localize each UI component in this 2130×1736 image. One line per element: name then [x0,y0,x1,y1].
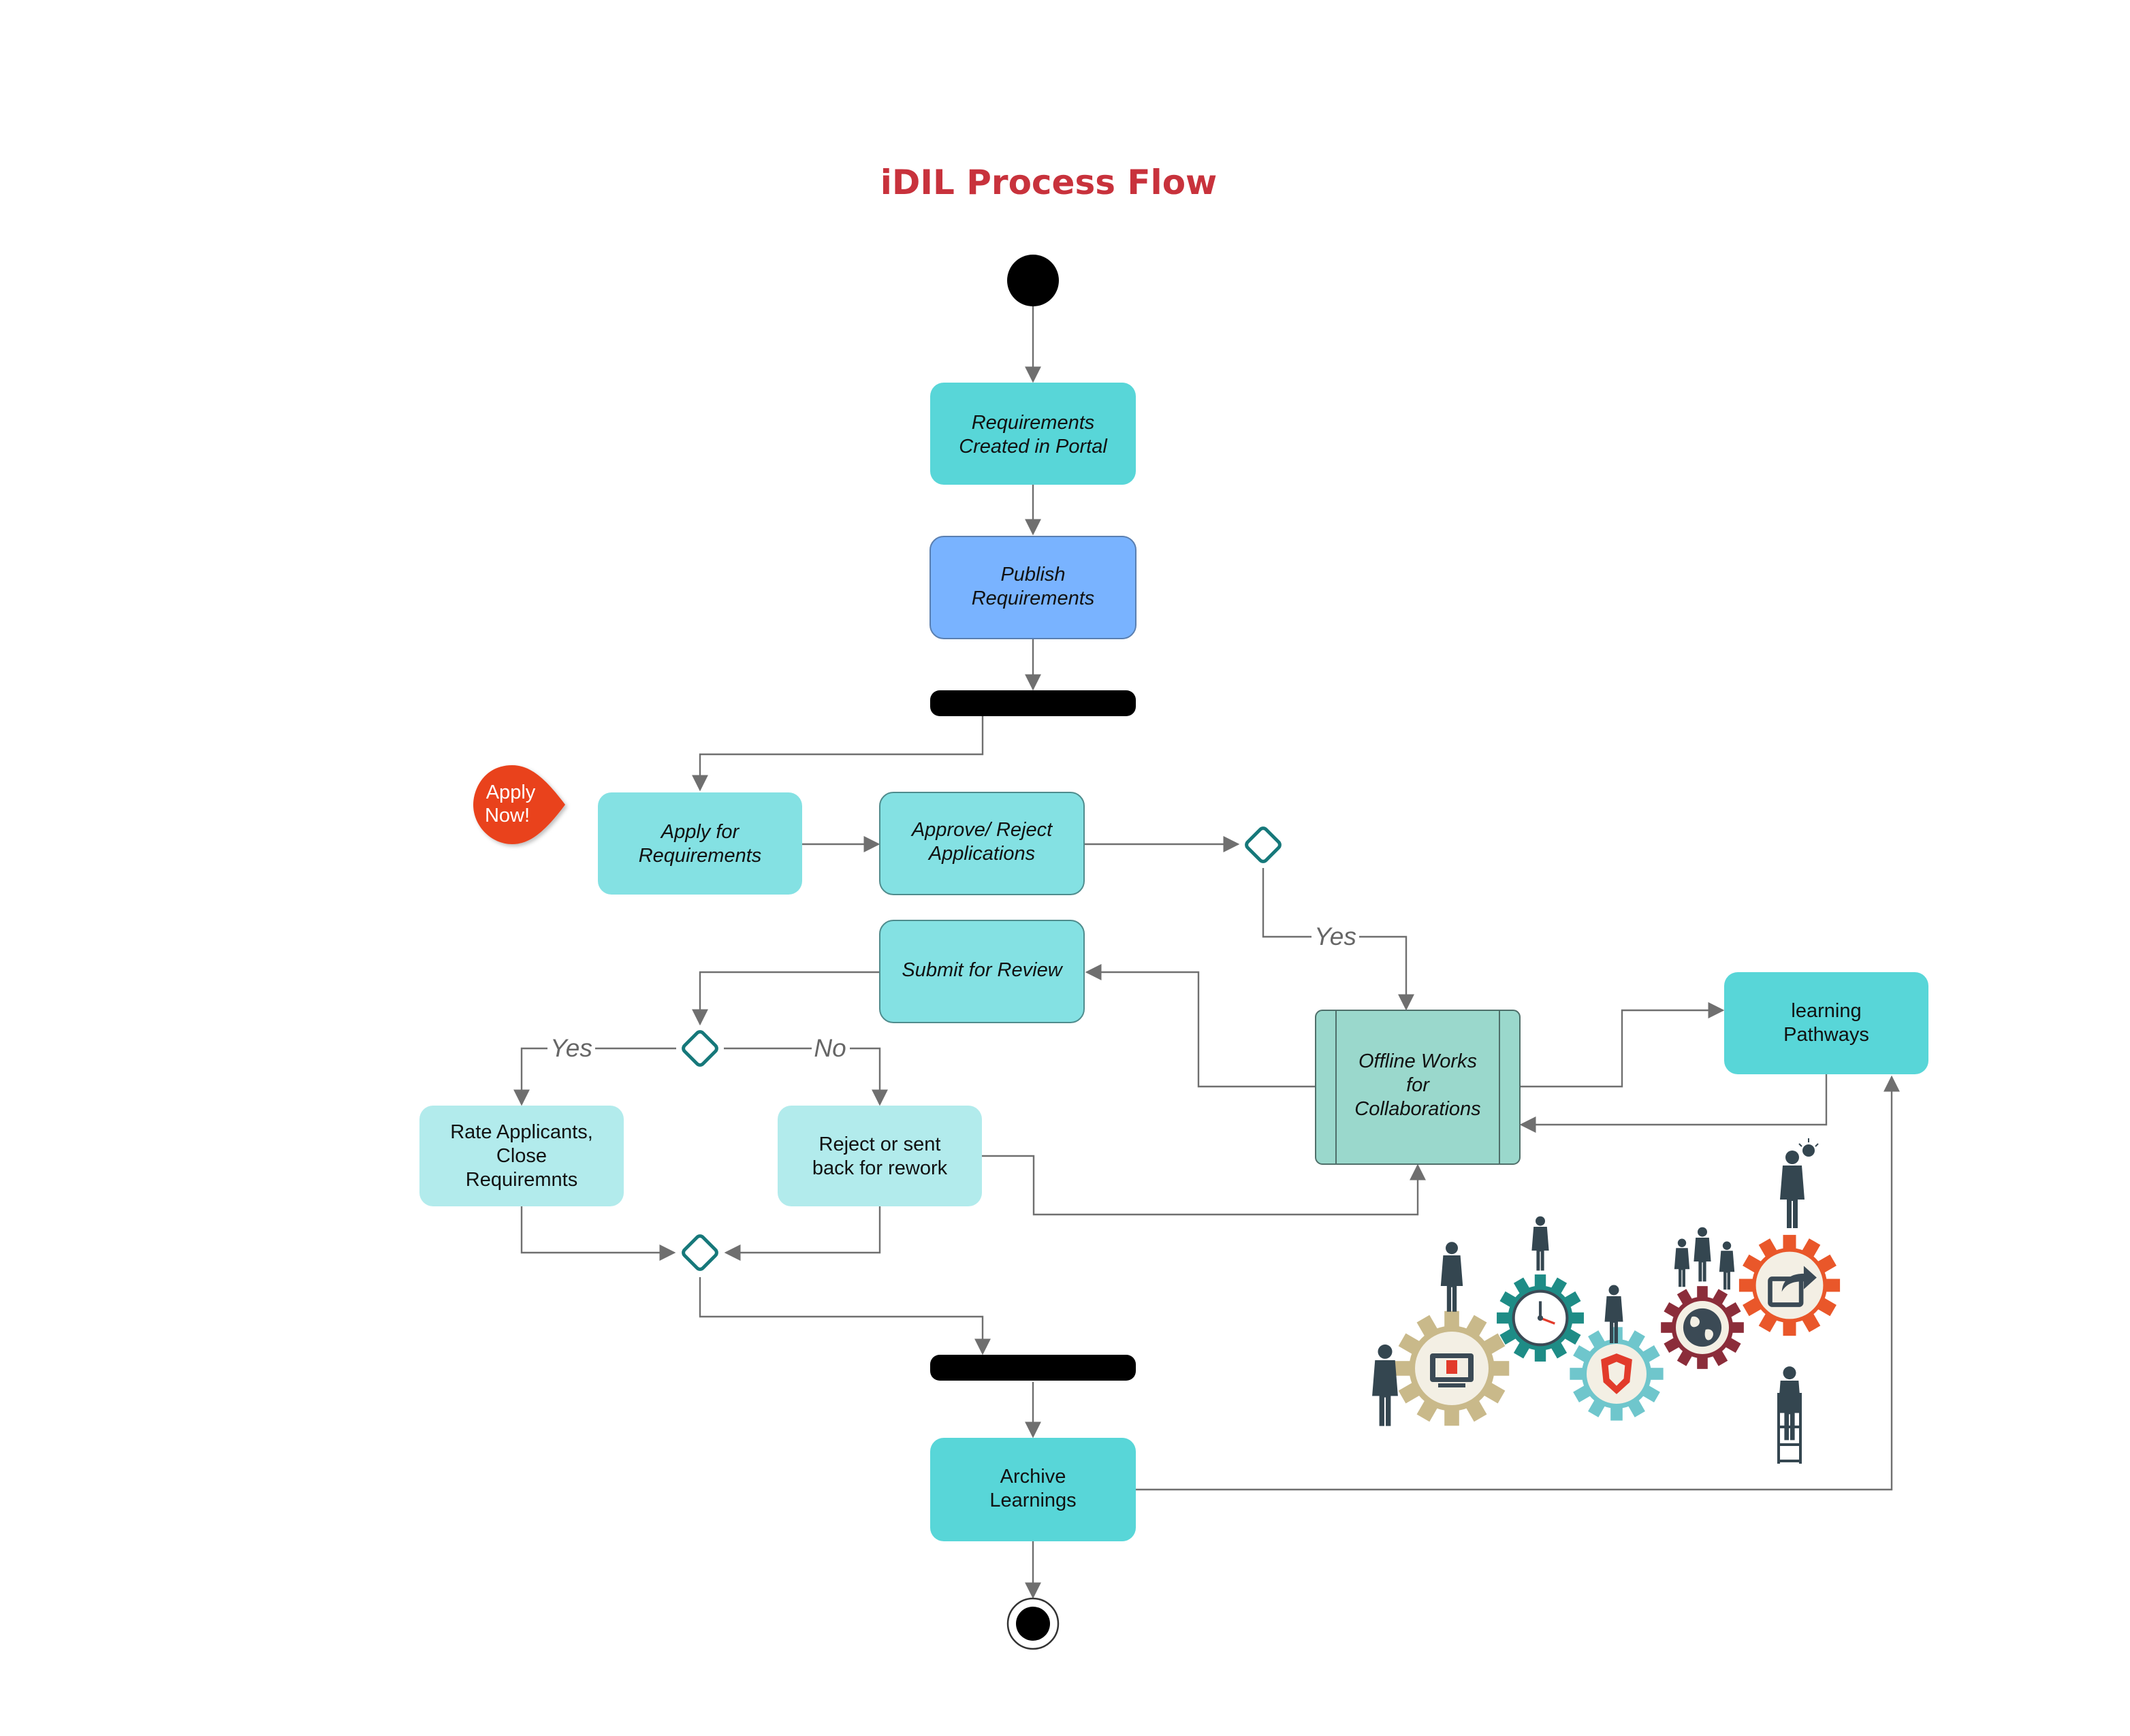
edge-reject-to-merge [724,1206,881,1261]
svg-text:Submit for Review: Submit for Review [902,959,1063,981]
edge-archive-to-learning [1136,1075,1900,1491]
svg-text:learning: learning [1791,1000,1861,1022]
svg-text:Rate Applicants,: Rate Applicants, [450,1121,593,1143]
start-node [1007,255,1059,306]
gear-monitor-icon [1394,1311,1510,1426]
edge-learning-to-offline [1519,1074,1828,1133]
gear-globe-icon [1661,1286,1744,1369]
node-rate-applicants[interactable]: Rate Applicants, Close Requiremnts [419,1106,624,1206]
node-requirements-created[interactable]: Requirements Created in Portal [930,383,1136,485]
node-approve-reject[interactable]: Approve/ Reject Applications [879,792,1085,895]
svg-text:Requiremnts: Requiremnts [466,1169,577,1191]
svg-text:Offline Works: Offline Works [1358,1050,1477,1072]
node-offline-works[interactable]: Offline Works for Collaborations [1315,1010,1521,1165]
edge-fork-to-apply [692,716,984,792]
svg-text:Collaborations: Collaborations [1354,1098,1480,1120]
ladder-icon [1777,1393,1802,1464]
svg-text:Publish: Publish [1000,564,1065,585]
svg-text:Pathways: Pathways [1783,1024,1869,1046]
badge-line1: Apply [486,782,536,803]
edge-rate-to-merge [520,1206,676,1261]
end-node [1006,1597,1060,1650]
node-reject-rework[interactable]: Reject or sent back for rework [778,1106,982,1206]
edge-merge-to-join [699,1277,991,1355]
svg-text:Archive: Archive [1000,1466,1066,1488]
gear-clock-icon [1497,1274,1584,1362]
decision-merge [682,1234,718,1271]
svg-text:Requirements: Requirements [972,588,1095,609]
svg-text:Created in Portal: Created in Portal [959,436,1108,457]
decision-approve [1245,826,1282,863]
edge-offline-to-submit [1085,964,1315,1088]
edge-label-approve-yes: Yes [1312,922,1359,952]
edge-submit-to-decision [692,971,880,1026]
svg-text:Approve/ Reject: Approve/ Reject [910,819,1053,841]
node-publish-requirements[interactable]: Publish Requirements [929,536,1136,639]
gear-shield-icon [1570,1327,1664,1421]
edge-offline-to-learning [1520,1002,1725,1088]
svg-text:Requirements: Requirements [972,412,1095,434]
join-bar [930,1355,1136,1381]
gears-people-illustration [1372,1138,1841,1464]
svg-text:Applications: Applications [927,843,1035,865]
node-learning-pathways[interactable]: learning Pathways [1724,972,1928,1074]
node-archive-learnings[interactable]: Archive Learnings [930,1438,1136,1541]
svg-text:No: No [814,1034,846,1062]
edge-review-no-to-reject [724,1047,888,1106]
connectors [513,306,1900,1599]
svg-text:Yes: Yes [1314,922,1356,950]
edge-reject-to-offline [982,1155,1426,1216]
svg-text:Yes: Yes [550,1034,592,1062]
svg-text:Close: Close [496,1145,547,1167]
lightbulb-icon [1798,1138,1819,1157]
edge-review-yes-to-rate [513,1047,676,1106]
edge-label-review-no: No [812,1033,850,1063]
badge-line2: Now! [485,805,530,826]
node-submit-review[interactable]: Submit for Review [879,920,1085,1023]
page-title: iDIL Process Flow [880,163,1217,202]
svg-text:Learnings: Learnings [989,1490,1076,1511]
node-apply-requirements[interactable]: Apply for Requirements [598,792,802,895]
edge-label-review-yes: Yes [547,1033,595,1063]
apply-now-badge[interactable]: Apply Now! [473,765,565,844]
decision-review [682,1030,718,1067]
svg-text:Reject or sent: Reject or sent [819,1134,941,1155]
svg-text:back for rework: back for rework [812,1157,948,1179]
svg-text:Requirements: Requirements [639,845,762,867]
svg-text:for: for [1406,1074,1430,1096]
fork-bar [930,690,1136,716]
svg-text:Apply for: Apply for [660,821,740,843]
gear-share-icon [1738,1234,1841,1336]
